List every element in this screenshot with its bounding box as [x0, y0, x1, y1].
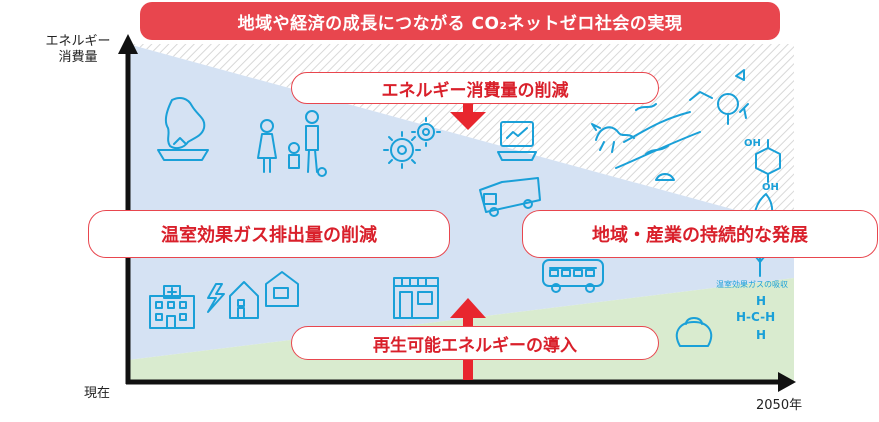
bus-icon — [542, 259, 604, 293]
renewable-introduction-pill: 再生可能エネルギーの導入 — [291, 326, 659, 360]
x-axis-end-label: 2050年 — [756, 398, 803, 413]
methane-formula-row: H-C-H — [736, 310, 776, 324]
y-axis-label-line2: 消費量 — [58, 50, 98, 65]
regional-development-pill: 地域・産業の持続的な発展 — [522, 210, 878, 258]
gears-icon — [383, 117, 441, 169]
family-icon — [257, 110, 327, 177]
y-axis-label-line1: エネルギー — [45, 34, 111, 49]
purse-icon — [675, 317, 713, 347]
hospital-icon — [149, 285, 195, 329]
computer-icon — [497, 121, 537, 161]
up-arrow-icon — [450, 298, 486, 380]
island-map-icon — [157, 97, 209, 161]
ghg-reduction-pill: 温室効果ガス排出量の削減 — [88, 210, 450, 258]
truck-icon — [479, 177, 541, 217]
goal-banner: 地域や経済の成長につながる CO₂ネットゼロ社会の実現 — [140, 2, 780, 40]
benzene-ring-icon — [755, 139, 781, 183]
y-axis-label: エネルギー 消費量 — [40, 34, 116, 66]
x-axis-start-label: 現在 — [84, 386, 111, 401]
methane-h-top: H — [756, 294, 767, 308]
lightning-icon — [207, 283, 225, 313]
houses-icon — [229, 271, 299, 319]
oh-bottom-label: OH — [762, 182, 779, 193]
x-axis-arrowhead — [778, 372, 796, 392]
down-arrow-icon — [450, 104, 486, 130]
nature-river-icon — [591, 69, 749, 181]
oh-top-label: OH — [744, 138, 761, 149]
methane-h-bottom: H — [756, 328, 767, 342]
y-axis-arrowhead — [118, 34, 138, 54]
shop-icon — [393, 277, 439, 319]
energy-reduction-pill: エネルギー消費量の削減 — [291, 72, 659, 104]
ghg-absorption-label: 温室効果ガスの吸収 — [716, 280, 788, 289]
